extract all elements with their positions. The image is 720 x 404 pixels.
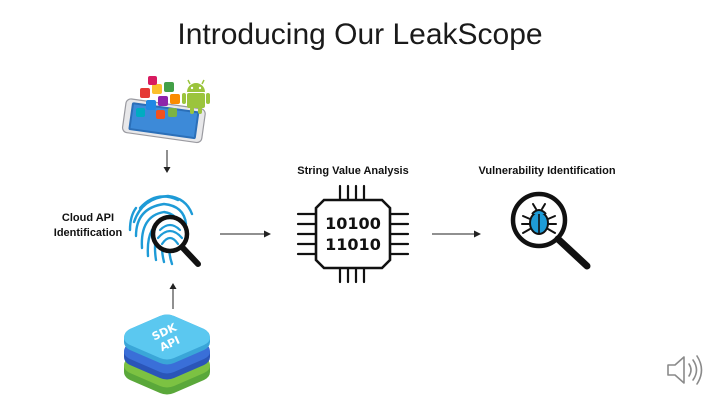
cloud-api-label-line2: Identification — [53, 227, 123, 239]
arrow-down-icon — [163, 150, 171, 173]
chip-bits-row1: 10100 — [325, 214, 381, 233]
fingerprint-magnifier-icon — [126, 186, 208, 270]
bug-magnifier-icon — [505, 188, 597, 274]
chip-bits-row2: 11010 — [325, 235, 381, 254]
string-value-analysis-label: String Value Analysis — [297, 165, 409, 177]
smartphone-apps-icon — [118, 74, 214, 146]
binary-chip-icon: 10100 11010 — [290, 184, 416, 284]
sdk-api-layers-icon: SDK API — [116, 314, 218, 396]
speaker-audio-icon[interactable] — [664, 352, 708, 388]
arrow-right-icon — [220, 230, 271, 238]
cloud-api-label-line1: Cloud API — [61, 212, 115, 224]
arrow-up-icon — [169, 283, 177, 309]
vulnerability-identification-label: Vulnerability Identification — [478, 165, 616, 177]
arrow-right-icon — [432, 230, 481, 238]
cloud-api-label: Cloud API Identification — [44, 212, 132, 239]
slide-title: Introducing Our LeakScope — [177, 18, 543, 51]
